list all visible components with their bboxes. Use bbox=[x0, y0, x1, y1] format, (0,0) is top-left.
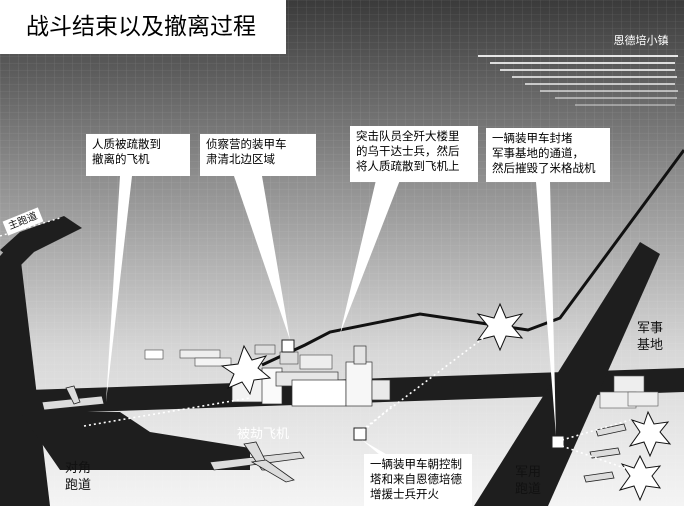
hijacked-plane-label: 被劫飞机 bbox=[236, 427, 289, 442]
callout-pointers bbox=[106, 176, 556, 460]
military-base-label: 军事 基地 bbox=[636, 321, 663, 353]
callout-block: 一辆装甲车封堵 军事基地的通道， 然后摧毁了米格战机 bbox=[486, 128, 610, 182]
callout-recon: 侦察营的装甲车 肃清北边区域 bbox=[200, 134, 316, 176]
callout-hostages: 人质被疏散到 撤离的飞机 bbox=[86, 134, 190, 176]
diagonal-runway-label: 对角 跑道 bbox=[64, 461, 91, 493]
callout-tower: 一辆装甲车朝控制 塔和来自恩德培德 增援士兵开火 bbox=[364, 454, 472, 506]
explosion-marks bbox=[220, 302, 672, 502]
town-label: 恩德培小镇 bbox=[613, 34, 669, 47]
military-runway-label: 军用 跑道 bbox=[514, 465, 541, 497]
diagram-title: 战斗结束以及撤离过程 bbox=[0, 0, 286, 54]
movement-paths bbox=[83, 335, 631, 471]
town-lights bbox=[478, 55, 678, 106]
aircraft bbox=[41, 385, 627, 483]
perimeter-road bbox=[261, 149, 684, 367]
callout-assault: 突击队员全歼大楼里 的乌干达士兵，然后 将人质疏散到飞机上 bbox=[350, 126, 478, 182]
